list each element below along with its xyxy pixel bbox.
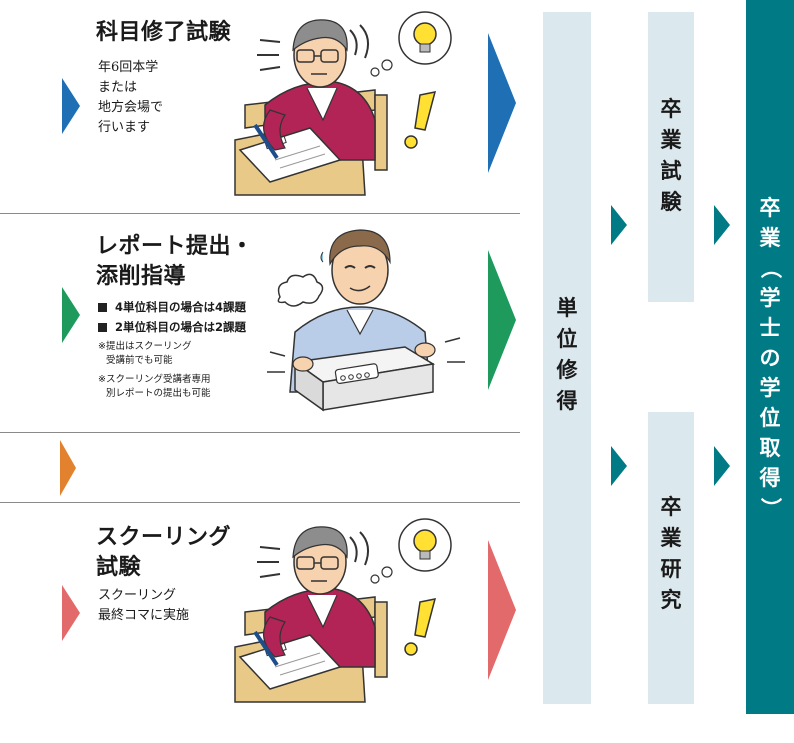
research-to-degree-arrow	[714, 446, 730, 486]
grad-research-char: 卒	[660, 495, 682, 519]
degree-char: 学	[759, 376, 781, 400]
degree-char: （	[758, 257, 782, 279]
degree-char: 学	[759, 286, 781, 310]
report-bullet-text: 4単位科目の場合は4課題	[115, 300, 247, 314]
divider-1	[0, 213, 520, 214]
report-bullet-2: 2単位科目の場合は2課題	[98, 318, 246, 336]
to-grad-exam-arrow	[611, 205, 627, 245]
schooling-title-line-1: スクーリング	[96, 525, 232, 550]
graduation-exam-label: 卒 業 試 験	[648, 94, 694, 218]
degree-char: 得	[759, 466, 781, 490]
degree-char: 業	[759, 226, 781, 250]
report-title-line-2: 添削指導	[96, 264, 187, 289]
credit-acquisition-label: 単 位 修 得	[543, 293, 591, 417]
note-line: 受講前でも可能	[106, 355, 173, 366]
credit-char: 得	[556, 389, 578, 413]
schooling-title-line-2: 試験	[96, 555, 142, 580]
report-illustration	[267, 229, 465, 412]
credit-acquisition-panel	[543, 12, 591, 704]
bullet-square-icon	[98, 303, 107, 312]
exam-line: または	[98, 80, 138, 95]
exam-description: 年6回本学 または 地方会場で 行います	[98, 58, 163, 138]
degree-char: 位	[759, 406, 781, 430]
blank-small-arrow	[60, 440, 76, 496]
report-small-arrow	[62, 287, 80, 343]
report-note-2: ※スクーリング受講者専用 別レポートの提出も可能	[98, 373, 211, 401]
schooling-line-2: 最終コマに実施	[98, 608, 190, 623]
to-grad-research-arrow	[611, 446, 627, 486]
schooling-line-1: スクーリング	[98, 588, 177, 603]
report-bullet-1: 4単位科目の場合は4課題	[98, 298, 246, 316]
note-line: ※提出はスクーリング	[98, 341, 192, 352]
graduation-research-label: 卒 業 研 究	[648, 492, 694, 616]
note-line: ※スクーリング受講者専用	[98, 374, 211, 385]
grad-exam-char: 試	[660, 159, 682, 183]
exam-line: 年6回本学	[98, 60, 159, 75]
degree-char: 取	[759, 436, 781, 460]
report-title-line-1: レポート提出・	[96, 234, 254, 259]
grad-exam-char: 卒	[660, 97, 682, 121]
grad-research-char: 究	[660, 588, 682, 612]
schooling-illustration	[234, 518, 452, 703]
grad-research-char: 研	[660, 557, 682, 581]
exam-small-arrow	[62, 78, 80, 134]
report-note-1: ※提出はスクーリング 受講前でも可能	[98, 340, 191, 368]
schooling-big-arrow	[488, 540, 516, 680]
exam-illustration	[234, 11, 452, 196]
report-bullet-text: 2単位科目の場合は2課題	[115, 320, 247, 334]
graduation-exam-panel	[648, 12, 694, 302]
degree-label: 卒 業 （ 学 士 の 学 位 取 得 ）	[746, 193, 794, 523]
exam-big-arrow	[488, 33, 516, 173]
divider-2	[0, 432, 520, 433]
degree-panel	[746, 0, 794, 714]
exam-to-degree-arrow	[714, 205, 730, 245]
credit-char: 単	[556, 296, 578, 320]
graduation-research-panel	[648, 412, 694, 704]
schooling-small-arrow	[62, 585, 80, 641]
degree-char: ）	[758, 497, 782, 519]
grad-exam-char: 業	[660, 128, 682, 152]
degree-char: の	[759, 346, 781, 370]
bullet-square-icon	[98, 323, 107, 332]
grad-exam-char: 験	[660, 190, 682, 214]
credit-char: 修	[556, 358, 578, 382]
credit-char: 位	[556, 327, 578, 351]
exam-line: 行います	[98, 120, 151, 135]
exam-title: 科目修了試験	[96, 20, 232, 45]
degree-char: 士	[759, 316, 781, 340]
grad-research-char: 業	[660, 526, 682, 550]
note-line: 別レポートの提出も可能	[106, 388, 211, 399]
exam-line: 地方会場で	[98, 100, 164, 115]
report-big-arrow	[488, 250, 516, 390]
degree-char: 卒	[759, 196, 781, 220]
divider-3	[0, 502, 520, 503]
